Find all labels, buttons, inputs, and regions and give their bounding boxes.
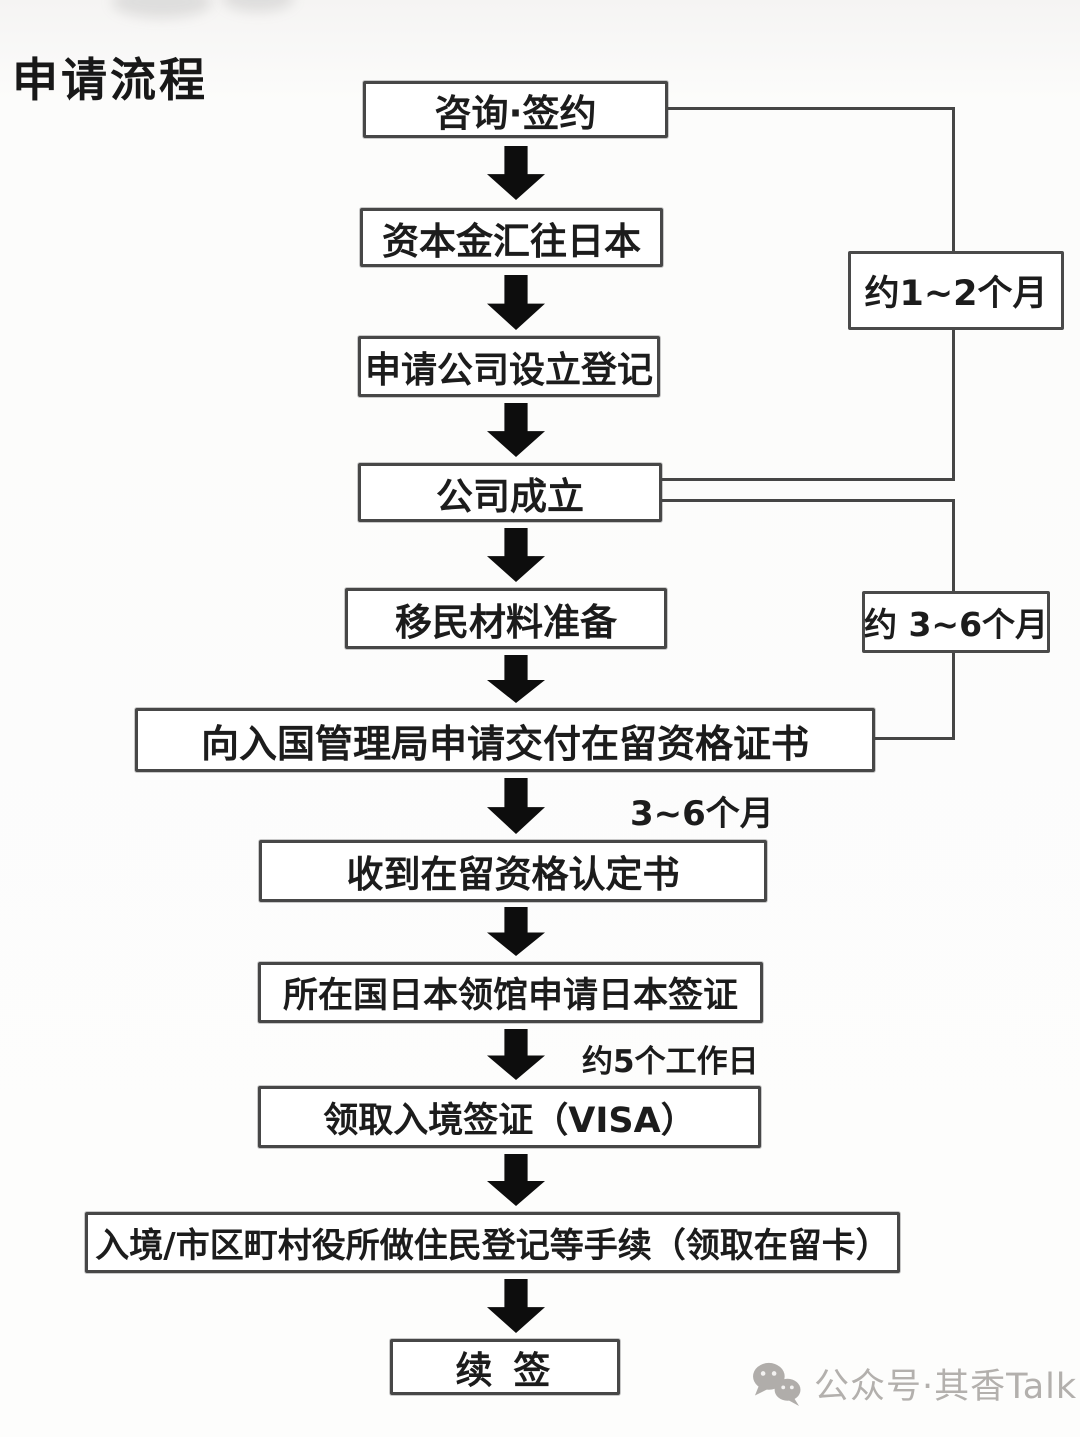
connector-line [668,107,955,110]
connector-line [952,653,955,740]
flow-step-label: 公司成立 [436,474,584,518]
flow-step-label: 所在国日本领馆申请日本签证 [282,976,738,1016]
connector-line [662,478,955,481]
down-arrow-icon [487,275,545,330]
flow-step-label: 收到在留资格认定书 [346,853,680,896]
flow-step-label: 领取入境签证（VISA） [323,1100,696,1141]
down-arrow-icon [487,1154,545,1206]
arrow-duration-label-5-workdays: 约5个工作日 [582,1044,759,1080]
flow-step-label: 续 签 [455,1349,555,1392]
connector-line [952,330,955,481]
watermark: 公众号·其香Talk [752,1358,1077,1409]
down-arrow-icon [487,907,545,956]
down-arrow-icon [487,403,545,457]
flow-step-receive-certificate: 收到在留资格认定书 [259,840,767,902]
connector-line [952,499,955,591]
connector-line [952,107,955,252]
flow-step-renewal: 续 签 [390,1339,620,1395]
wechat-icon [752,1361,802,1407]
flow-step-apply-certificate-of-eligibility: 向入国管理局申请交付在留资格证书 [135,708,875,772]
page-title: 申请流程 [12,53,208,107]
down-arrow-icon [487,1279,545,1333]
flow-step-company-established: 公司成立 [358,463,662,522]
flow-step-entry-resident-registration: 入境/市区町村役所做住民登记等手续（领取在留卡） [85,1212,900,1273]
flow-step-capital-to-japan: 资本金汇往日本 [360,208,663,267]
smudge-artifact [112,0,212,18]
connector-line [662,499,955,502]
connector-line [875,737,955,740]
arrow-duration-label-3-6-months: 3~6个月 [630,794,774,834]
duration-note-label: 约 3~6个月 [863,605,1049,644]
down-arrow-icon [487,1029,545,1080]
flow-step-apply-japan-visa: 所在国日本领馆申请日本签证 [258,962,763,1023]
watermark-text: 公众号·其香Talk [814,1367,1078,1407]
down-arrow-icon [487,146,545,200]
duration-note-label: 约1~2个月 [864,274,1048,314]
down-arrow-icon [487,655,545,703]
smudge-artifact [222,0,294,12]
flow-step-label: 申请公司设立登记 [364,349,653,391]
flow-step-label: 向入国管理局申请交付在留资格证书 [200,721,809,766]
down-arrow-icon [487,778,545,834]
flow-step-label: 入境/市区町村役所做住民登记等手续（领取在留卡） [95,1226,890,1266]
duration-note-1-2-months: 约1~2个月 [848,251,1064,330]
duration-note-3-6-months: 约 3~6个月 [862,591,1050,653]
flow-step-consult-sign: 咨询·签约 [363,81,668,138]
flow-step-immigration-materials: 移民材料准备 [345,588,667,649]
flow-step-label: 资本金汇往日本 [382,219,641,263]
flow-step-label: 移民材料准备 [395,600,617,644]
flow-step-label: 咨询·签约 [434,91,597,135]
flow-step-company-registration: 申请公司设立登记 [358,336,660,397]
flow-step-receive-entry-visa: 领取入境签证（VISA） [258,1086,761,1148]
down-arrow-icon [487,528,545,582]
